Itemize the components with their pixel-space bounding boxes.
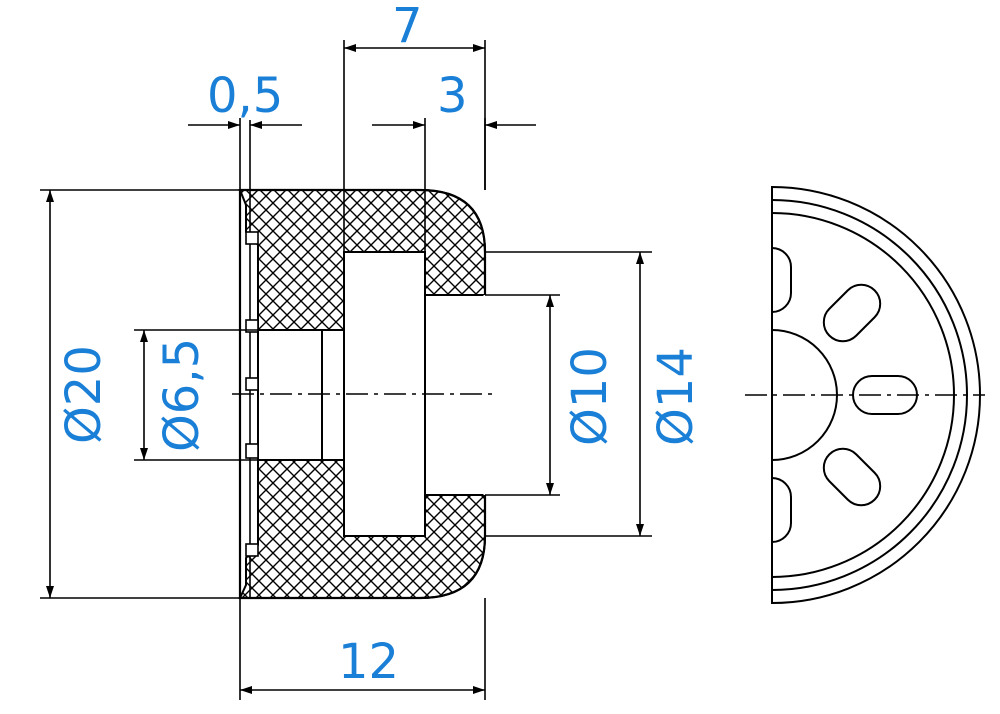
label-0-5: 0,5 [207,68,283,124]
label-12: 12 [338,634,399,690]
bore-step [424,294,486,496]
section-view [232,40,494,600]
label-7: 7 [392,0,423,54]
face-notches [245,231,259,557]
label-dia-14: Ø14 [648,347,704,446]
label-dia-20: Ø20 [56,345,112,444]
label-dia-10: Ø10 [562,347,618,446]
small-hole [257,329,323,461]
dimensions [40,44,652,700]
label-dia-6-5: Ø6,5 [154,338,210,452]
label-3: 3 [437,68,468,124]
end-view [745,186,985,604]
dimension-labels: 7 0,5 3 Ø20 Ø6,5 Ø10 Ø14 12 [56,0,704,690]
